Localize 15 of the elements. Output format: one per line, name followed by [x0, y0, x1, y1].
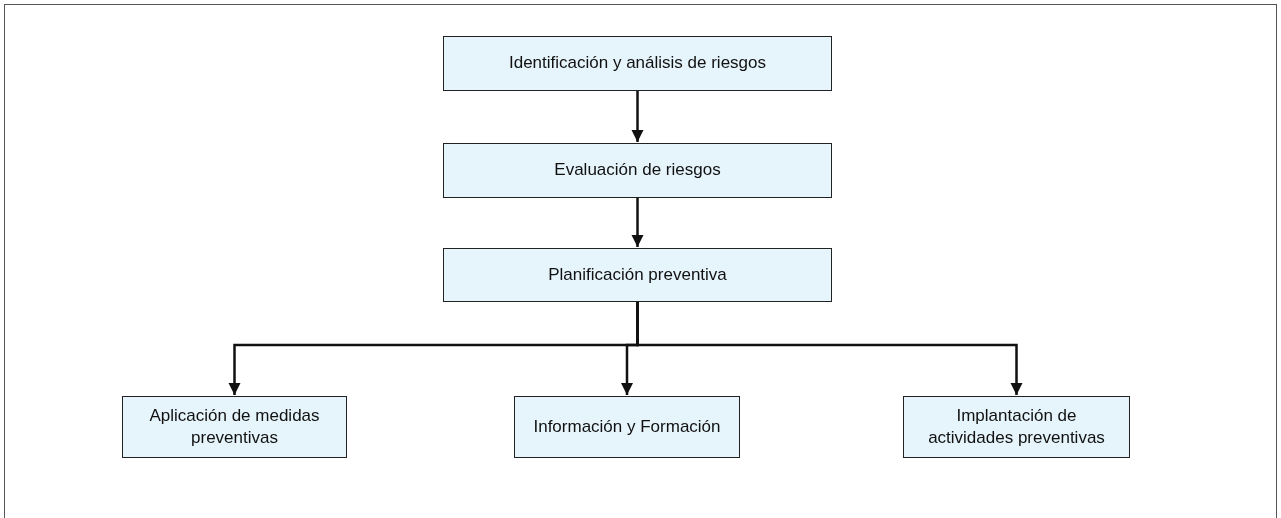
box-label: Aplicación de medidas preventivas [148, 404, 321, 449]
box-label: Implantación de actividades preventivas [927, 404, 1106, 449]
process-box [443, 248, 832, 302]
box-label: Identificación y análisis de riesgos [509, 52, 766, 75]
process-box [443, 36, 832, 91]
box-label: Evaluación de riesgos [554, 159, 721, 182]
arrow [631, 91, 644, 142]
arrow [631, 198, 644, 247]
process-box [443, 143, 832, 198]
process-box [514, 396, 740, 458]
arrow [636, 302, 1023, 395]
process-box [903, 396, 1130, 458]
box-label: Planificación preventiva [548, 263, 727, 286]
process-box [122, 396, 347, 458]
box-label: Información y Formación [533, 415, 721, 438]
